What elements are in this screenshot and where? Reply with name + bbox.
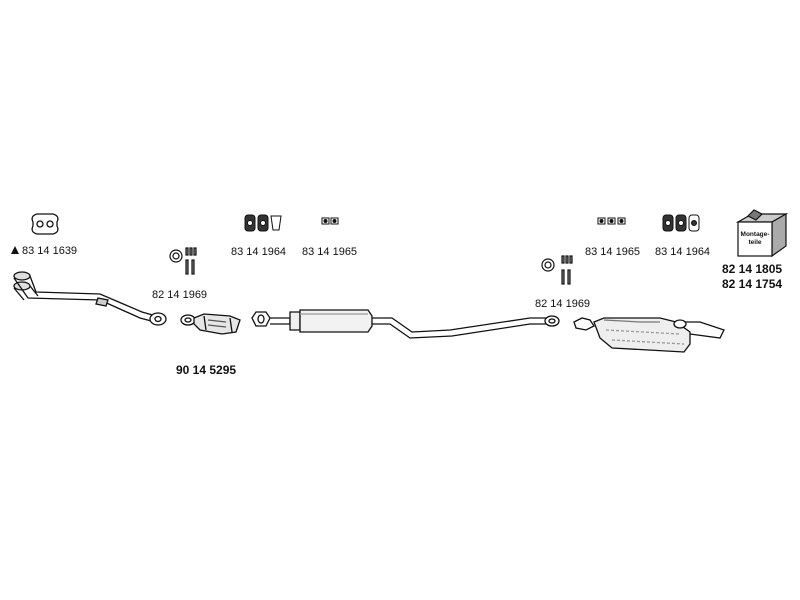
label-mounting-kit-1: 82 14 1805 [722, 262, 783, 276]
front-flange-gasket-icon [31, 213, 59, 235]
kit-box-line-1: Montage- [741, 231, 770, 238]
label-rubber-mount-a: 83 14 1964 [231, 246, 287, 258]
rubber-mount-d-icon [662, 214, 700, 232]
front-pipe [13, 271, 167, 326]
label-mounting-kit-2: 82 14 1754 [722, 277, 783, 291]
rear-silencer [573, 317, 725, 353]
label-gasket-rear: 82 14 1969 [535, 298, 591, 310]
rubber-mount-a-icon [244, 214, 282, 232]
warning-triangle-icon [11, 246, 19, 254]
label-rubber-mount-c: 83 14 1965 [585, 246, 641, 258]
rear-gasket-set-icon [541, 255, 573, 285]
kit-box-line-2: teile [748, 239, 761, 246]
front-gasket-set-icon [169, 247, 197, 275]
label-front-pipe: 83 14 1639 [22, 245, 78, 257]
mounting-kit-box-icon: Montage- teile [735, 209, 789, 258]
label-catalyst: 90 14 5295 [176, 363, 237, 377]
center-silencer-section [251, 309, 560, 339]
catalytic-converter [180, 313, 241, 335]
label-rubber-mount-d: 83 14 1964 [655, 246, 711, 258]
label-rubber-mount-b: 83 14 1965 [302, 246, 358, 258]
rubber-mount-b-icon [321, 217, 339, 225]
label-gasket-front: 82 14 1969 [152, 289, 208, 301]
rubber-mount-c-icon [597, 217, 626, 225]
